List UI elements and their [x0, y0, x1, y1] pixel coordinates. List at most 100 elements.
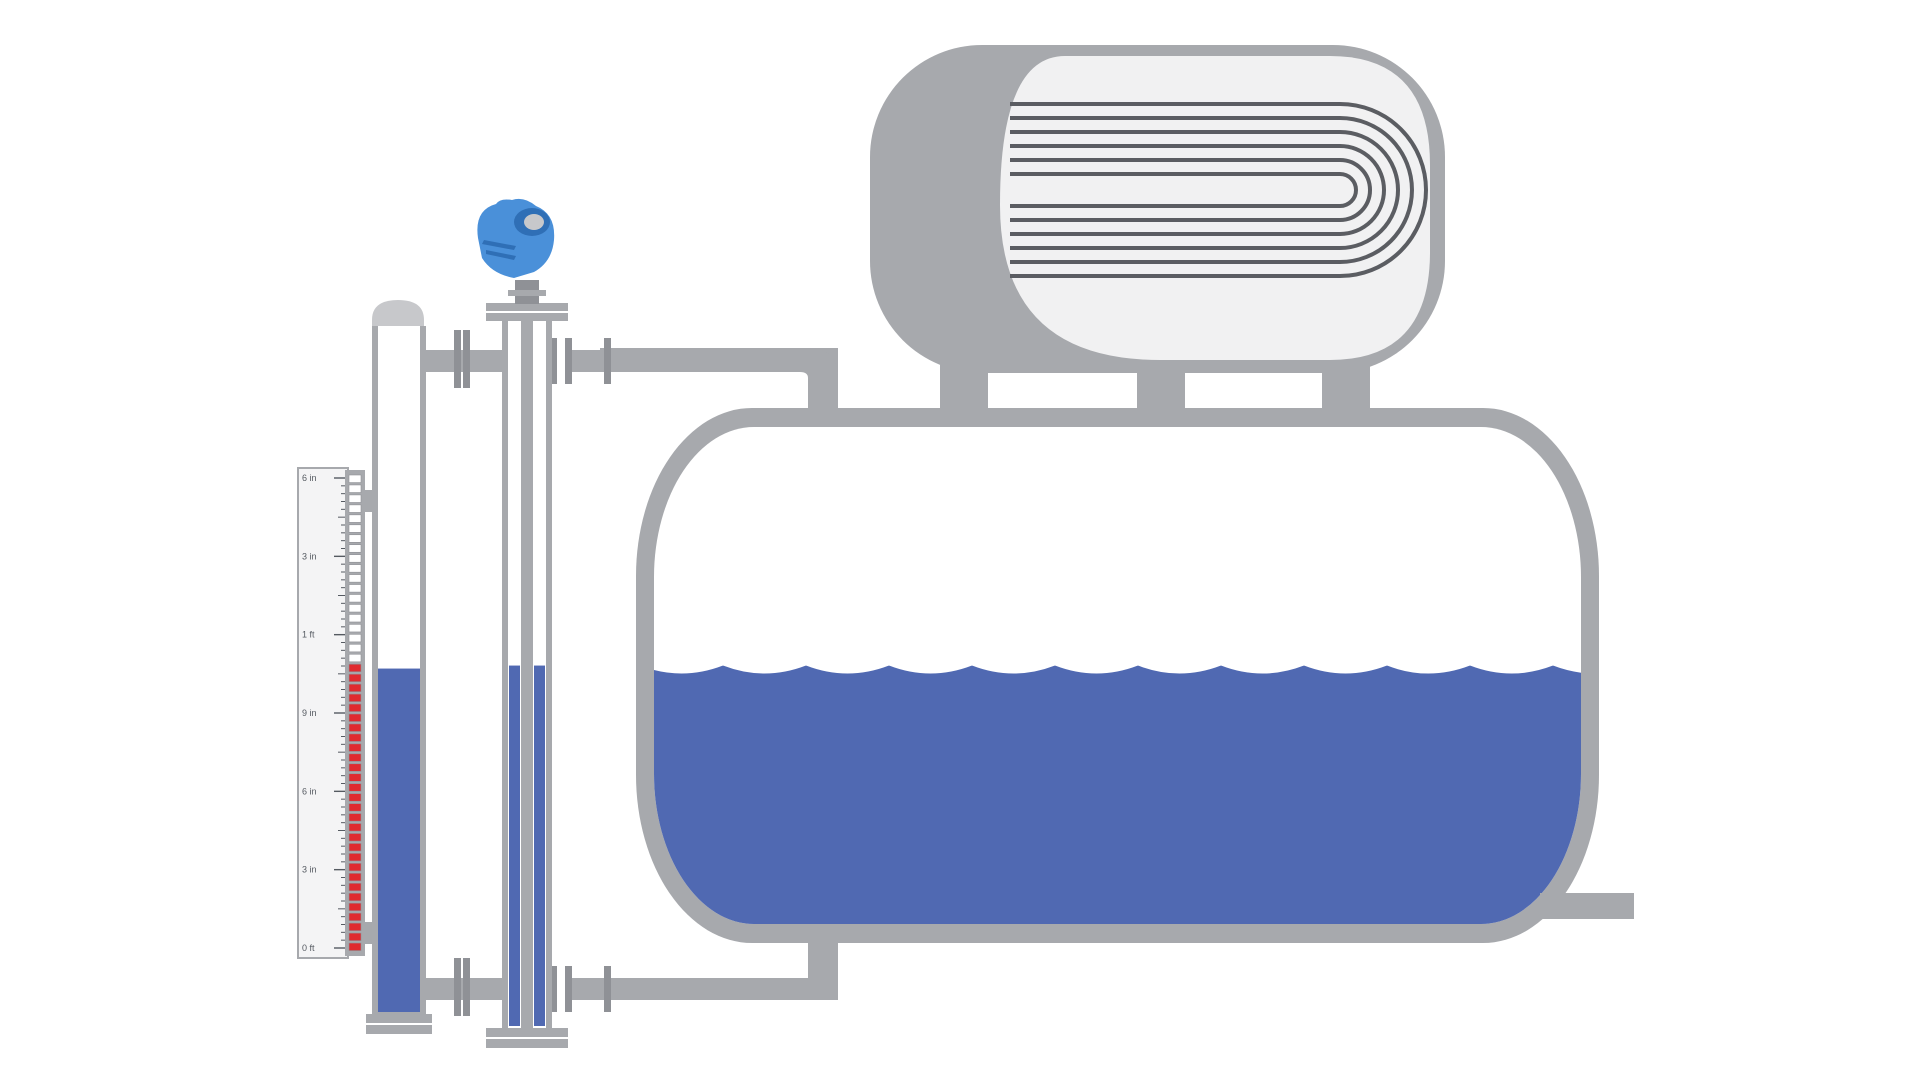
indicator-flag-segment: [348, 793, 362, 802]
flange-lower-4: [565, 966, 572, 1012]
scale-label: 1 ft: [302, 630, 315, 640]
cage-liquid-left: [509, 665, 520, 1026]
flag-segments: [348, 474, 362, 951]
indicator-flag-segment: [348, 843, 362, 852]
flange-upper-1: [454, 330, 461, 388]
indicator-bottom-flange: [366, 1014, 432, 1023]
wave-crest: [1470, 663, 1553, 674]
indicator-flag-segment: [348, 494, 362, 503]
indicator-flag-segment: [348, 912, 362, 922]
main-vessel: [636, 408, 1634, 943]
indicator-flag-segment: [348, 594, 362, 603]
wave-crest: [1138, 663, 1221, 674]
wave-crest: [806, 663, 889, 674]
flange-upper-2: [463, 330, 470, 388]
scale-label: 6 in: [302, 786, 317, 796]
cage-top-flange: [486, 303, 568, 311]
indicator-flag-segment: [348, 614, 362, 623]
indicator-chamber-liquid: [378, 668, 420, 1012]
indicator-flag-segment: [348, 484, 362, 493]
scale-label: 9 in: [302, 708, 317, 718]
transmitter-probe: [521, 318, 533, 1030]
flange-lower-1: [454, 958, 461, 1016]
indicator-flag-segment: [348, 524, 362, 533]
indicator-flag-segment: [348, 743, 362, 752]
indicator-flag-segment: [348, 902, 362, 912]
indicator-flag-segment: [348, 693, 362, 702]
indicator-flag-segment: [348, 474, 362, 483]
wave-crest: [723, 663, 806, 674]
flange-lower-2: [463, 958, 470, 1016]
wave-crest: [972, 663, 1055, 674]
indicator-bottom-flange-lower: [366, 1025, 432, 1034]
transmitter-fins: [482, 240, 516, 260]
indicator-flag-segment: [348, 813, 362, 822]
flange-upper-5: [604, 338, 611, 384]
u-tube: [1010, 116, 1414, 264]
u-tube: [1010, 158, 1372, 222]
cage-top-flange-lower: [486, 313, 568, 321]
indicator-flag-segment: [348, 942, 362, 951]
outlet-pipe: [1540, 893, 1634, 919]
indicator-flag-segment: [348, 584, 362, 593]
wave-crest: [1055, 663, 1138, 674]
indicator-flag-segment: [348, 773, 362, 782]
flange-upper-3: [550, 338, 557, 384]
scale-label: 6 in: [302, 473, 317, 483]
indicator-flag-segment: [348, 703, 362, 712]
indicator-flag-segment: [348, 514, 362, 523]
indicator-flag-segment: [348, 892, 362, 902]
scale-labels: 6 in3 in1 ft9 in6 in3 in0 ft: [302, 473, 317, 953]
indicator-flag-segment: [348, 713, 362, 722]
magnetic-level-indicator: 6 in3 in1 ft9 in6 in3 in0 ft: [297, 300, 432, 1034]
upper-pipe-horizontal: [565, 350, 811, 372]
indicator-flag-segment: [348, 683, 362, 692]
flange-upper-4: [565, 338, 572, 384]
wave-crest: [654, 663, 723, 674]
indicator-flag-segment: [348, 922, 362, 931]
indicator-flag-segment: [348, 882, 362, 892]
indicator-flag-segment: [348, 783, 362, 792]
indicator-flag-segment: [348, 823, 362, 832]
indicator-flag-segment: [348, 663, 362, 673]
indicator-flag-segment: [348, 753, 362, 762]
cage-bottom-flange-lower: [486, 1039, 568, 1048]
indicator-flag-segment: [348, 763, 362, 772]
wave-crest: [1304, 663, 1387, 674]
indicator-flag-segment: [348, 554, 362, 563]
transmitter-neck-ring: [508, 290, 546, 296]
indicator-flag-segment: [348, 634, 362, 643]
cage-liquid-right: [534, 665, 545, 1026]
flag-column-top-bracket: [362, 490, 374, 512]
indicator-flag-segment: [348, 863, 362, 872]
vessel-liquid: [654, 665, 1581, 924]
indicator-flag-segment: [348, 932, 362, 941]
u-tube: [1010, 144, 1386, 236]
wave-crest: [889, 663, 972, 674]
indicator-flag-segment: [348, 504, 362, 513]
radar-transmitter-icon: [477, 198, 555, 278]
flange-lower-5: [604, 966, 611, 1012]
scale-label: 3 in: [302, 551, 317, 561]
scale-label: 0 ft: [302, 943, 315, 953]
indicator-flag-segment: [348, 803, 362, 812]
heat-exchanger: [870, 45, 1445, 422]
transmitter-cover-face: [524, 214, 544, 230]
wave-crest: [1553, 663, 1581, 674]
indicator-flag-segment: [348, 574, 362, 583]
indicator-flag-segment: [348, 673, 362, 683]
indicator-flag-segment: [348, 873, 362, 882]
liquid-surface-waves: [654, 663, 1581, 674]
indicator-flag-segment: [348, 833, 362, 842]
lower-pipe-horizontal: [565, 978, 838, 1000]
u-tube: [1010, 172, 1358, 208]
indicator-flag-segment: [348, 723, 362, 732]
indicator-flag-segment: [348, 534, 362, 543]
tube-bundle: [1010, 102, 1428, 278]
indicator-top-cap: [372, 300, 424, 328]
wave-crest: [1221, 663, 1304, 674]
indicator-flag-segment: [348, 624, 362, 633]
indicator-flag-segment: [348, 653, 362, 663]
